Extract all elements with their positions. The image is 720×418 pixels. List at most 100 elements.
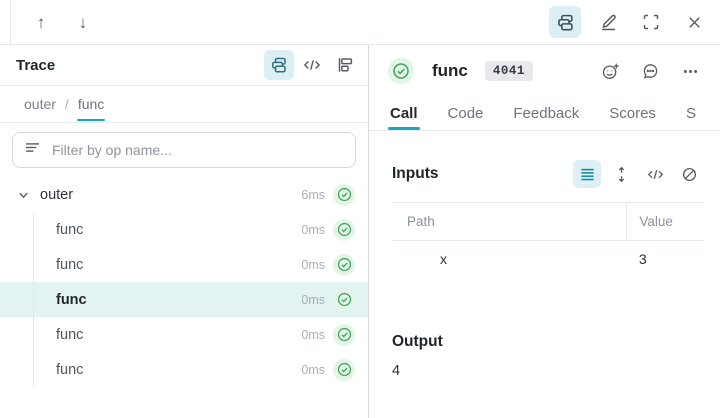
- tab-call[interactable]: Call: [375, 97, 433, 130]
- tree-row-label: func: [56, 361, 84, 378]
- inputs-view-controls: [573, 160, 703, 188]
- call-tab-content: Inputs: [369, 131, 720, 418]
- trace-panel-title: Trace: [16, 56, 56, 74]
- filter-container: [0, 123, 368, 173]
- duration-label: 0ms: [301, 257, 325, 272]
- ellipsis-icon: [682, 63, 699, 80]
- tree-row-func[interactable]: func 0ms: [0, 212, 368, 247]
- breadcrumb: outer / func: [0, 86, 368, 123]
- json-view-button[interactable]: [641, 160, 669, 188]
- code-icon: [303, 56, 321, 74]
- output-section: Output 4: [392, 333, 704, 379]
- success-check-icon: [333, 218, 355, 241]
- show-trace-tree-button[interactable]: [549, 6, 581, 38]
- duration-label: 6ms: [301, 187, 325, 202]
- tree-row-label: func: [56, 291, 87, 308]
- tree-row-func[interactable]: func 0ms: [0, 352, 368, 387]
- trace-tree: outer 6ms func 0ms: [0, 173, 368, 418]
- flame-graph-view-button[interactable]: [330, 50, 360, 80]
- inputs-table-row[interactable]: x 3: [392, 241, 704, 278]
- inputs-table: Path Value x 3: [392, 202, 704, 277]
- tree-view-button[interactable]: [264, 50, 294, 80]
- flame-graph-icon: [336, 56, 354, 74]
- tree-row-meta: 0ms: [301, 218, 368, 241]
- edit-button[interactable]: [592, 6, 624, 38]
- toolbar-left-divider: [10, 0, 11, 44]
- duration-label: 0ms: [301, 327, 325, 342]
- tree-row-func-selected[interactable]: func 0ms: [0, 282, 368, 317]
- code-icon: [647, 166, 664, 183]
- fullscreen-button[interactable]: [635, 6, 667, 38]
- column-header-path[interactable]: Path: [392, 202, 628, 241]
- tab-code[interactable]: Code: [447, 105, 484, 122]
- chevron-down-icon[interactable]: [17, 188, 30, 201]
- tree-row-meta: 0ms: [301, 253, 368, 276]
- stacked-cards-icon: [270, 56, 288, 74]
- success-check-icon: [333, 358, 355, 381]
- code-view-button[interactable]: [297, 50, 327, 80]
- next-call-button[interactable]: ↓: [67, 6, 99, 38]
- tree-row-label: func: [56, 221, 84, 238]
- call-title: func: [432, 61, 468, 80]
- breadcrumb-parent[interactable]: outer: [24, 96, 56, 112]
- previous-call-button[interactable]: ↑: [25, 6, 57, 38]
- column-header-value[interactable]: Value: [626, 202, 704, 241]
- success-check-icon: [333, 183, 355, 206]
- tree-row-meta: 6ms: [301, 183, 368, 206]
- list-view-button[interactable]: [573, 160, 601, 188]
- main-split: Trace: [0, 45, 720, 418]
- trace-panel: Trace: [0, 45, 369, 418]
- tree-row-meta: 0ms: [301, 358, 368, 381]
- top-toolbar: ↑ ↓: [0, 0, 720, 45]
- inputs-section-header: Inputs: [392, 160, 704, 188]
- trace-panel-header: Trace: [0, 45, 368, 86]
- success-check-icon: [333, 253, 355, 276]
- filter-icon: [24, 139, 41, 161]
- tree-row-meta: 0ms: [301, 323, 368, 346]
- inputs-title: Inputs: [392, 165, 439, 182]
- overflow-menu-button[interactable]: [676, 57, 704, 85]
- tree-row-label: func: [56, 256, 84, 273]
- call-id-badge[interactable]: 4041: [484, 61, 533, 81]
- tab-feedback[interactable]: Feedback: [513, 105, 580, 122]
- success-check-icon: [333, 323, 355, 346]
- arrow-up-icon: ↑: [36, 12, 46, 32]
- trace-view-switcher: [264, 50, 360, 80]
- call-detail-panel: func 4041: [369, 45, 720, 418]
- toolbar-actions: [549, 6, 720, 38]
- duration-label: 0ms: [301, 362, 325, 377]
- expand-rows-button[interactable]: [607, 160, 635, 188]
- list-lines-icon: [579, 166, 596, 183]
- op-filter-input[interactable]: [50, 141, 351, 159]
- hide-values-button[interactable]: [675, 160, 703, 188]
- close-icon: [686, 14, 703, 31]
- arrow-down-icon: ↓: [78, 12, 88, 32]
- input-path-cell: x: [440, 251, 447, 267]
- duration-label: 0ms: [301, 292, 325, 307]
- comment-button[interactable]: [636, 57, 664, 85]
- tab-summary-truncated[interactable]: S: [685, 105, 696, 122]
- tree-row-meta: 0ms: [301, 288, 368, 311]
- fullscreen-icon: [642, 13, 660, 31]
- tree-row-func[interactable]: func 0ms: [0, 247, 368, 282]
- tree-row-label: func: [56, 326, 84, 343]
- tree-row-outer[interactable]: outer 6ms: [0, 177, 368, 212]
- op-filter-box[interactable]: [12, 132, 356, 168]
- call-header: func 4041: [369, 45, 720, 97]
- success-check-icon: [333, 288, 355, 311]
- tree-row-func[interactable]: func 0ms: [0, 317, 368, 352]
- expand-vertical-icon: [613, 166, 630, 183]
- add-reaction-button[interactable]: [596, 57, 624, 85]
- breadcrumb-separator: /: [64, 96, 69, 112]
- input-value-cell: 3: [638, 251, 647, 267]
- call-tabs: Call Code Feedback Scores S: [369, 97, 720, 131]
- close-panel-button[interactable]: [678, 6, 710, 38]
- tab-scores[interactable]: Scores: [609, 105, 656, 122]
- call-status-success-icon: [388, 58, 414, 84]
- call-nav-arrows: ↑ ↓: [25, 6, 99, 38]
- output-title: Output: [392, 333, 443, 350]
- stacked-cards-icon: [556, 13, 575, 32]
- inputs-table-header-row: Path Value: [392, 202, 704, 241]
- breadcrumb-current[interactable]: func: [76, 96, 106, 121]
